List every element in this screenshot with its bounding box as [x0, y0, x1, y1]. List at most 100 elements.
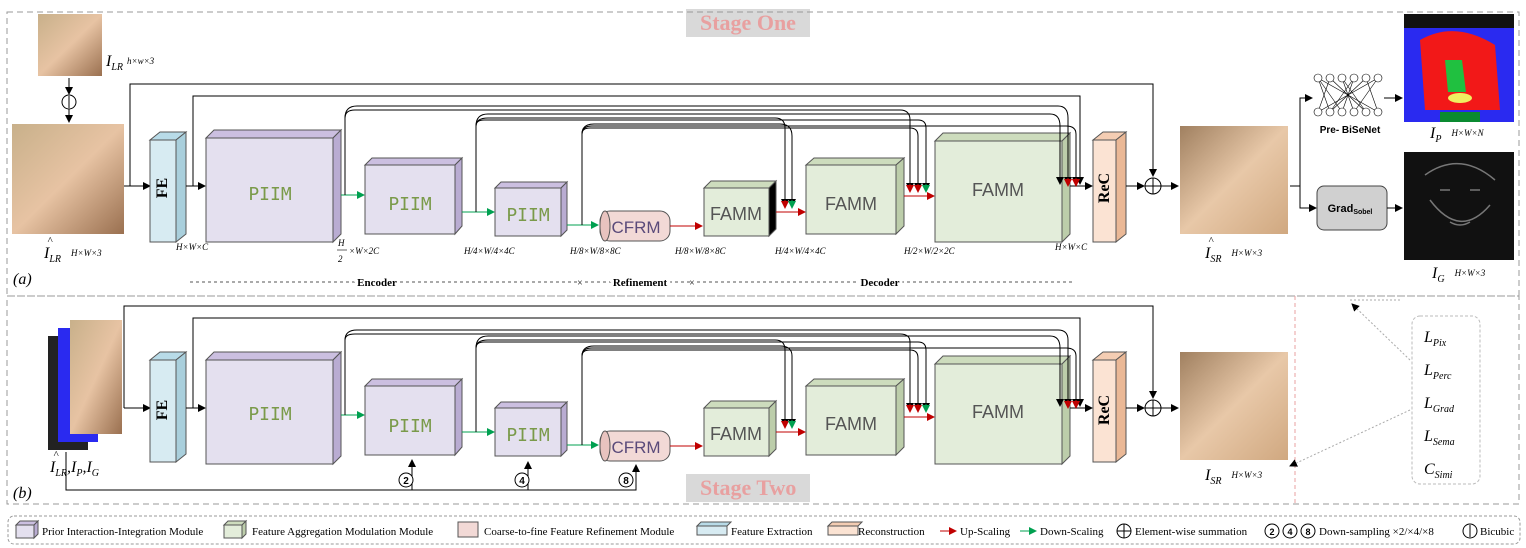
svg-text:×: ×	[689, 278, 695, 289]
piim-block-5	[364, 385, 456, 456]
legend-box	[7, 515, 1521, 545]
downsample-x4-icon: 4	[514, 472, 530, 488]
loss-item: LPix	[1423, 329, 1447, 349]
svg-text:2: 2	[1269, 527, 1274, 537]
fe-label-1: FE	[154, 178, 171, 198]
piim-block-1	[205, 137, 334, 243]
legend-fe-swatch	[695, 521, 733, 536]
famm-block-3	[934, 140, 1063, 243]
rec-block-1	[1092, 139, 1117, 243]
legend-rec-swatch	[826, 521, 864, 536]
piim-label-2: PIIM	[388, 194, 432, 215]
loss-box	[1411, 315, 1481, 485]
piim-label-6: PIIM	[506, 425, 550, 446]
lr-input-image	[38, 14, 102, 76]
famm-label-6: FAMM	[972, 402, 1024, 422]
grad-label: GradSobel	[1328, 203, 1373, 216]
loss-item: LSema	[1423, 428, 1455, 448]
parsing-map-image	[1404, 14, 1514, 122]
legend-famm-swatch	[222, 519, 248, 540]
lr-upscaled-image	[12, 124, 124, 234]
famm-block-4	[703, 407, 770, 457]
loss-item: LPerc	[1423, 362, 1452, 382]
legend-piim-swatch	[14, 519, 40, 540]
ilr-up-label: ^ILRH×W×3	[43, 235, 102, 265]
panel-b-label: (b)	[13, 485, 32, 502]
cfrm-label-1: CFRM	[611, 218, 660, 237]
ig-label: IGH×W×3	[1431, 265, 1486, 285]
stage-one-title: Stage One	[686, 9, 810, 37]
famm-label-4: FAMM	[710, 424, 762, 444]
dim-hwc-2: H×W×C	[1054, 242, 1088, 252]
piim-block-4	[205, 359, 334, 465]
sr-output-image-1	[1180, 126, 1288, 234]
rec-block-2	[1092, 359, 1117, 463]
stage-two-title: Stage Two	[686, 474, 811, 502]
piim-block-6	[494, 407, 562, 457]
downsample-x8-icon: 8	[618, 472, 634, 488]
downsample-x2-icon: 2	[398, 472, 414, 488]
dim-c2-2: H/2×W/2×2C	[903, 246, 956, 256]
piim-label-4: PIIM	[248, 404, 292, 425]
stage2-input-stack	[48, 320, 122, 450]
legend-cfrm: Coarse-to-fine Feature Refinement Module	[484, 526, 674, 538]
piim-block-3	[494, 187, 562, 237]
legend-sum-icon	[1116, 523, 1132, 539]
famm-label-3: FAMM	[972, 180, 1024, 200]
famm-label-1: FAMM	[710, 204, 762, 224]
bisenet-label: Pre- BiSeNet	[1320, 125, 1381, 136]
rec-label-1: ReC	[1096, 173, 1113, 203]
fe-label-2: FE	[154, 400, 171, 420]
legend-sum: Element-wise summation	[1135, 526, 1248, 538]
piim-label-1: PIIM	[248, 184, 292, 205]
isr-label-2: ISRH×W×3	[1204, 467, 1263, 487]
famm-block-1	[703, 187, 770, 237]
bisenet-network-icon	[1313, 73, 1383, 117]
svg-text:4: 4	[519, 476, 525, 487]
famm-label-5: FAMM	[825, 414, 877, 434]
decoder-label: Decoder	[860, 277, 899, 289]
fe-block-2	[149, 359, 177, 463]
gradient-map-image	[1404, 152, 1514, 260]
fe-block-1	[149, 139, 177, 243]
piim-label-5: PIIM	[388, 416, 432, 437]
dim-c8-2: H/8×W/8×8C	[674, 246, 727, 256]
legend-fe: Feature Extraction	[731, 526, 813, 538]
legend-down: Down-Scaling	[1040, 526, 1104, 538]
stage2-input-label: ^ILR,IP,IG	[49, 449, 99, 479]
legend-ds: Down-sampling ×2/×4/×8	[1319, 526, 1434, 538]
rec-label-2: ReC	[1096, 395, 1113, 425]
famm-block-5	[805, 385, 897, 456]
dim-d2: 2	[338, 254, 343, 264]
legend-cfrm-swatch	[457, 521, 479, 538]
piim-block-2	[364, 164, 456, 235]
isr-label-1: ^ISRH×W×3	[1204, 235, 1263, 265]
svg-text:4: 4	[1287, 527, 1292, 537]
svg-text:8: 8	[623, 476, 629, 487]
ip-label: IPH×W×N	[1429, 125, 1485, 145]
svg-text:×: ×	[577, 278, 583, 289]
cfrm-label-2: CFRM	[611, 438, 660, 457]
piim-label-3: PIIM	[506, 205, 550, 226]
legend-up: Up-Scaling	[960, 526, 1011, 538]
dim-c8-1: H/8×W/8×8C	[569, 246, 622, 256]
legend-piim: Prior Interaction-Integration Module	[42, 526, 203, 538]
ilr-label: ILRh×w×3	[105, 53, 155, 73]
sr-output-image-2	[1180, 352, 1288, 460]
loss-item: CSimi	[1424, 461, 1453, 481]
dim-hwc-1: H×W×C	[175, 242, 209, 252]
dim-c4-2: H/4×W/4×4C	[774, 246, 827, 256]
legend-rec: Reconstruction	[858, 526, 925, 538]
famm-block-2	[805, 164, 897, 235]
svg-text:8: 8	[1305, 527, 1310, 537]
dim-c2: ×W×2C	[349, 246, 380, 256]
famm-label-2: FAMM	[825, 194, 877, 214]
famm-block-6	[934, 363, 1063, 465]
legend-downsample-icons: 2 4 8	[1264, 523, 1316, 539]
dim-c4: H/4×W/4×4C	[463, 246, 516, 256]
legend-famm: Feature Aggregation Modulation Module	[252, 526, 433, 538]
encoder-label: Encoder	[357, 277, 397, 289]
legend-bicubic-icon	[1462, 523, 1478, 539]
panel-a-label: (a)	[13, 271, 32, 288]
